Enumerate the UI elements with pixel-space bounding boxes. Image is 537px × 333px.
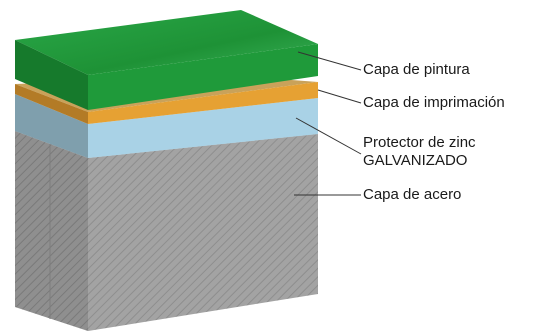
paint-front-face — [88, 44, 318, 110]
zinc-label-line-1: Protector de zinc — [363, 134, 476, 151]
primer-front-face — [88, 82, 318, 124]
steel-layer-label: Capa de acero — [363, 186, 462, 203]
paint-layer — [15, 10, 318, 110]
steel-front-face — [88, 134, 318, 331]
zinc-label-line-2: GALVANIZADO — [363, 152, 468, 169]
leader-line-primer — [317, 89, 362, 104]
paint-side-face — [15, 40, 88, 110]
zinc-layer-label: Protector de zinc GALVANIZADO — [363, 134, 476, 170]
zinc-side-face — [15, 94, 88, 158]
primer-side-face — [15, 84, 88, 124]
paint-layer-label: Capa de pintura — [363, 61, 470, 78]
paint-top-face — [15, 10, 318, 75]
zinc-layer — [15, 94, 318, 158]
steel-layer — [15, 126, 318, 331]
leader-lines — [294, 51, 362, 196]
zinc-front-face — [88, 98, 318, 158]
steel-side-face — [15, 131, 88, 331]
primer-layer-label: Capa de imprimación — [363, 94, 505, 111]
leader-line-paint — [297, 51, 362, 71]
leader-line-zinc — [295, 117, 362, 155]
